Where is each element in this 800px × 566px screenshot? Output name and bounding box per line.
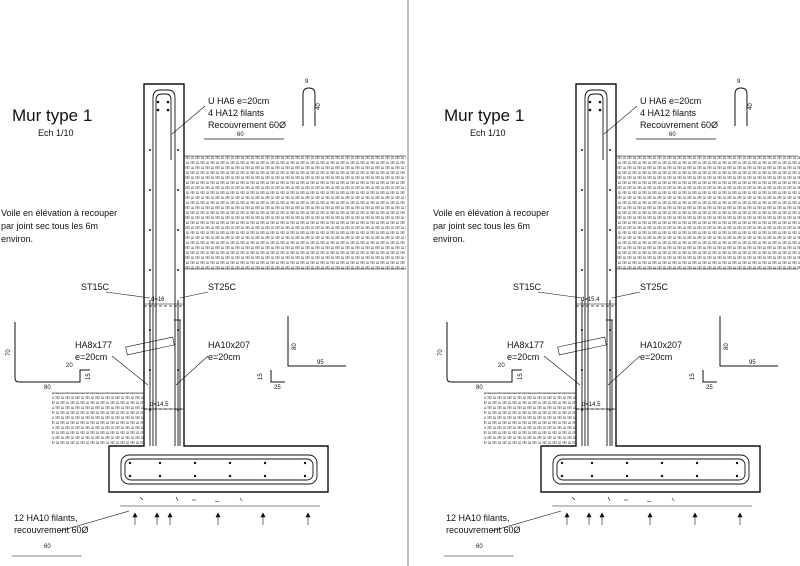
rebar-top-line-2: 4 HA12 filants [208, 108, 265, 118]
shape-right-c: 15 [690, 373, 696, 380]
rebar-top-line-2: 4 HA12 filants [640, 108, 697, 118]
detail-top-width: 60 [237, 132, 244, 138]
shape-left-a: 70 [6, 349, 12, 356]
note-line-3: environ. [433, 234, 465, 244]
thickness-lower: d=14.5 [582, 402, 601, 408]
soil-toe [484, 393, 576, 445]
shape-left-d: 15 [86, 373, 92, 380]
detail-top-leg1: 9 [305, 79, 309, 85]
bar-left-line-2: e=20cm [75, 352, 107, 362]
bar-left-line-2: e=20cm [507, 352, 539, 362]
thickness-lower: d=14.5 [150, 402, 169, 408]
wall-outline [108, 83, 329, 493]
drawing-title: Mur type 1 [444, 106, 524, 125]
mesh-left-label: ST15C [513, 282, 542, 292]
footing-line-2: recouvrement 60Ø [14, 525, 89, 535]
mesh-right-label: ST25C [640, 282, 669, 292]
sheet-1 [12, 83, 406, 557]
shape-left-c: 20 [498, 363, 505, 369]
shape-right-c: 15 [258, 373, 264, 380]
bar-right-line-2: e=20cm [640, 352, 672, 362]
shape-left-d: 15 [518, 373, 524, 380]
thickness-upper: d=16 [151, 297, 165, 303]
rebar-top-line-1: U HA6 e=20cm [640, 96, 701, 106]
bottom-dim: 60 [44, 544, 51, 550]
bar-right-line-1: HA10x207 [640, 340, 682, 350]
sheet-2 [444, 83, 800, 557]
drawing-title: Mur type 1 [12, 106, 92, 125]
footing-line-1: 12 HA10 filants, [446, 513, 510, 523]
note-line-3: environ. [1, 234, 33, 244]
mesh-left-label: ST15C [81, 282, 110, 292]
bar-right-line-1: HA10x207 [208, 340, 250, 350]
detail-top-leg1: 9 [737, 79, 741, 85]
rebar-top-line-3: Recouvrement 60Ø [208, 120, 286, 130]
shape-right-d: 25 [274, 385, 281, 391]
footing-line-1: 12 HA10 filants, [14, 513, 78, 523]
shape-left-b: 80 [44, 385, 51, 391]
note-line-2: par joint sec tous les 6m [433, 221, 530, 231]
bar-right-line-2: e=20cm [208, 352, 240, 362]
shape-left-c: 20 [66, 363, 73, 369]
detail-top-width: 60 [669, 132, 676, 138]
detail-top-leg2: 40 [316, 103, 322, 110]
rebar-top-line-1: U HA6 e=20cm [208, 96, 269, 106]
footing-line-2: recouvrement 60Ø [446, 525, 521, 535]
bar-left-line-1: HA8x177 [507, 340, 544, 350]
wall-outline [540, 83, 761, 493]
note-line-1: Voile en élévation à recouper [1, 208, 117, 218]
shape-left-a: 70 [438, 349, 444, 356]
sheet-2-labels: Mur type 1 Ech 1/10 Voile en élévation à… [433, 79, 756, 550]
shape-right-a: 80 [292, 343, 298, 350]
sheet-1-labels: Mur type 1 Ech 1/10 Voile en élévation à… [1, 79, 324, 550]
soil-retained [616, 156, 800, 269]
note-line-2: par joint sec tous les 6m [1, 221, 98, 231]
drawing-scale: Ech 1/10 [470, 128, 506, 138]
shape-right-b: 95 [749, 360, 756, 366]
bottom-dim: 60 [476, 544, 483, 550]
mesh-right-label: ST25C [208, 282, 237, 292]
shape-right-a: 80 [724, 343, 730, 350]
thickness-upper: d=15.4 [581, 297, 600, 303]
shape-right-d: 25 [706, 385, 713, 391]
shape-left-b: 80 [476, 385, 483, 391]
detail-top-leg2: 40 [748, 103, 754, 110]
rebar-top-line-3: Recouvrement 60Ø [640, 120, 718, 130]
note-line-1: Voile en élévation à recouper [433, 208, 549, 218]
shape-right-b: 95 [317, 360, 324, 366]
drawing-scale: Ech 1/10 [38, 128, 74, 138]
soil-toe [52, 393, 144, 445]
soil-retained [184, 156, 406, 269]
bar-left-line-1: HA8x177 [75, 340, 112, 350]
